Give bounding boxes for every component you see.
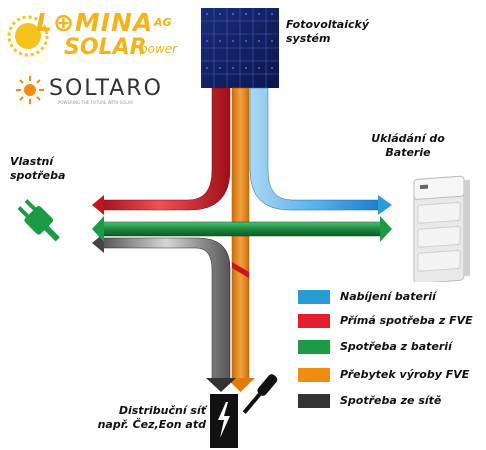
solar-panel-icon [201, 8, 279, 88]
lumina-wordmark: L⊕MINA [36, 8, 154, 37]
lumina-solar-logo: L⊕MINA AG SOLAR power [6, 6, 196, 64]
grid-consumption-flow [101, 237, 231, 381]
soltaro-logo: SOLTARO POWERING THE FUTURE WITH SOLAR [14, 70, 204, 110]
power-wordmark: power [140, 42, 178, 56]
power-socket-icon [210, 394, 238, 448]
legend-label: Spotřeba ze sítě [340, 394, 442, 407]
screwdriver-icon [242, 374, 278, 414]
battery-charging-flow [249, 87, 381, 211]
legend-label: Přebytek výroby FVE [340, 368, 470, 381]
soltaro-sun-icon [16, 76, 44, 104]
own-consumption-label: Vlastní spotřeba [10, 155, 66, 182]
legend-label: Spotřeba z baterií [340, 340, 452, 353]
solar-wordmark: SOLAR [64, 35, 147, 60]
direct-consumption-flow [101, 87, 231, 211]
lumina-ag: AG [154, 16, 172, 29]
battery-icon [413, 175, 470, 282]
legend-swatch [298, 290, 330, 304]
sun-logo-icon [7, 15, 49, 57]
plug-icon [17, 199, 60, 242]
legend-label: Nabíjení baterií [340, 290, 436, 303]
legend-swatch [298, 394, 330, 408]
legend-swatch [298, 368, 330, 382]
legend-swatch [298, 314, 330, 328]
battery-consumption-flow [101, 221, 383, 237]
soltaro-tagline: POWERING THE FUTURE WITH SOLAR [58, 100, 134, 105]
pv-system-label: Fotovoltaický systém [286, 18, 369, 45]
battery-storage-label: Ukládání do Baterie [371, 132, 445, 159]
legend-swatch [298, 340, 330, 354]
grid-label: Distribuční síť např. Čez,Eon atd [97, 404, 206, 431]
soltaro-wordmark: SOLTARO [49, 76, 163, 101]
legend-label: Přímá spotřeba z FVE [340, 314, 473, 327]
